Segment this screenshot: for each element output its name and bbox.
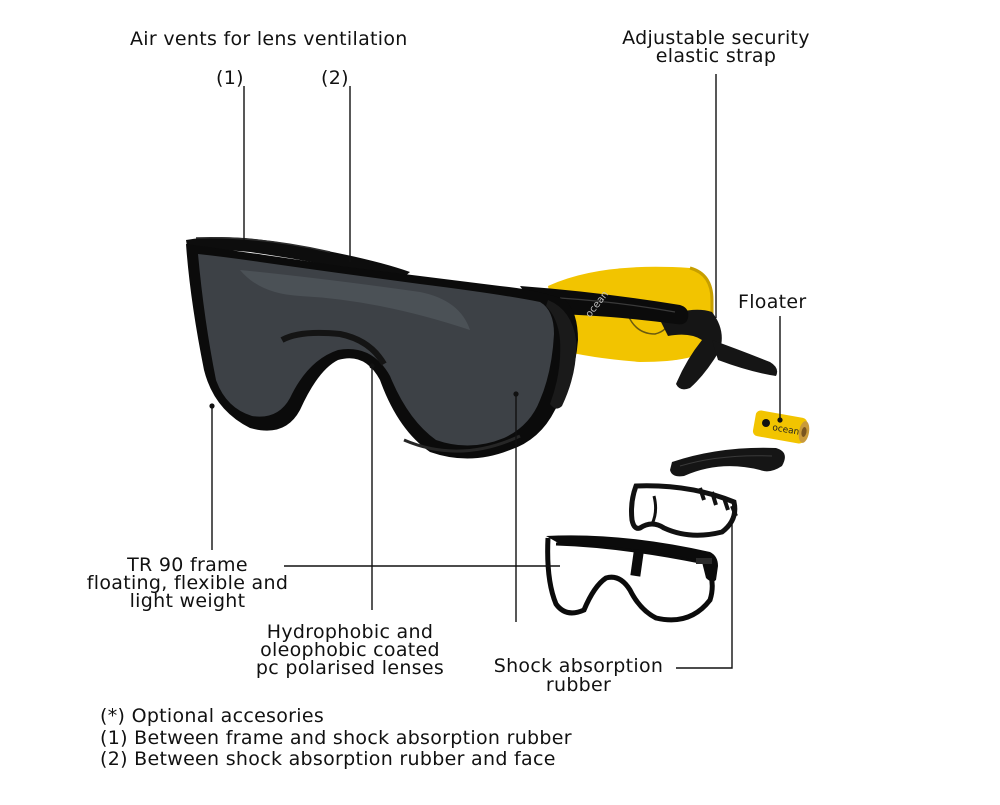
vent-1-marker: (1) (216, 67, 244, 89)
rubber-accessory (629, 483, 738, 538)
main-glasses: ocean (186, 237, 689, 459)
footnotes: (*) Optional accesories (1) Between fram… (100, 705, 572, 771)
vent-2-marker: (2) (321, 67, 349, 89)
accessory-strap (670, 447, 785, 477)
annotation-lines (211, 74, 781, 669)
strap-label: Adjustable security elastic strap (622, 27, 810, 67)
floater-label: Floater (738, 291, 807, 313)
lenses-label: Hydrophobic and oleophobic coated pc pol… (255, 621, 445, 679)
rubber-label: Shock absorption rubber (493, 655, 664, 696)
footnote-vent-1: (1) Between frame and shock absorption r… (100, 726, 572, 749)
annotation-dots (209, 363, 783, 423)
footnote-vent-2: (2) Between shock absorption rubber and … (100, 748, 556, 770)
frame-label: TR 90 frame floating, flexible and light… (86, 554, 289, 612)
frame-accessory (545, 535, 718, 623)
floater-brand-text: ocean (771, 423, 800, 438)
footnote-optional: (*) Optional accesories (100, 705, 325, 727)
vents-title: Air vents for lens ventilation (130, 28, 408, 50)
floater-accessory: ocean (752, 410, 810, 444)
